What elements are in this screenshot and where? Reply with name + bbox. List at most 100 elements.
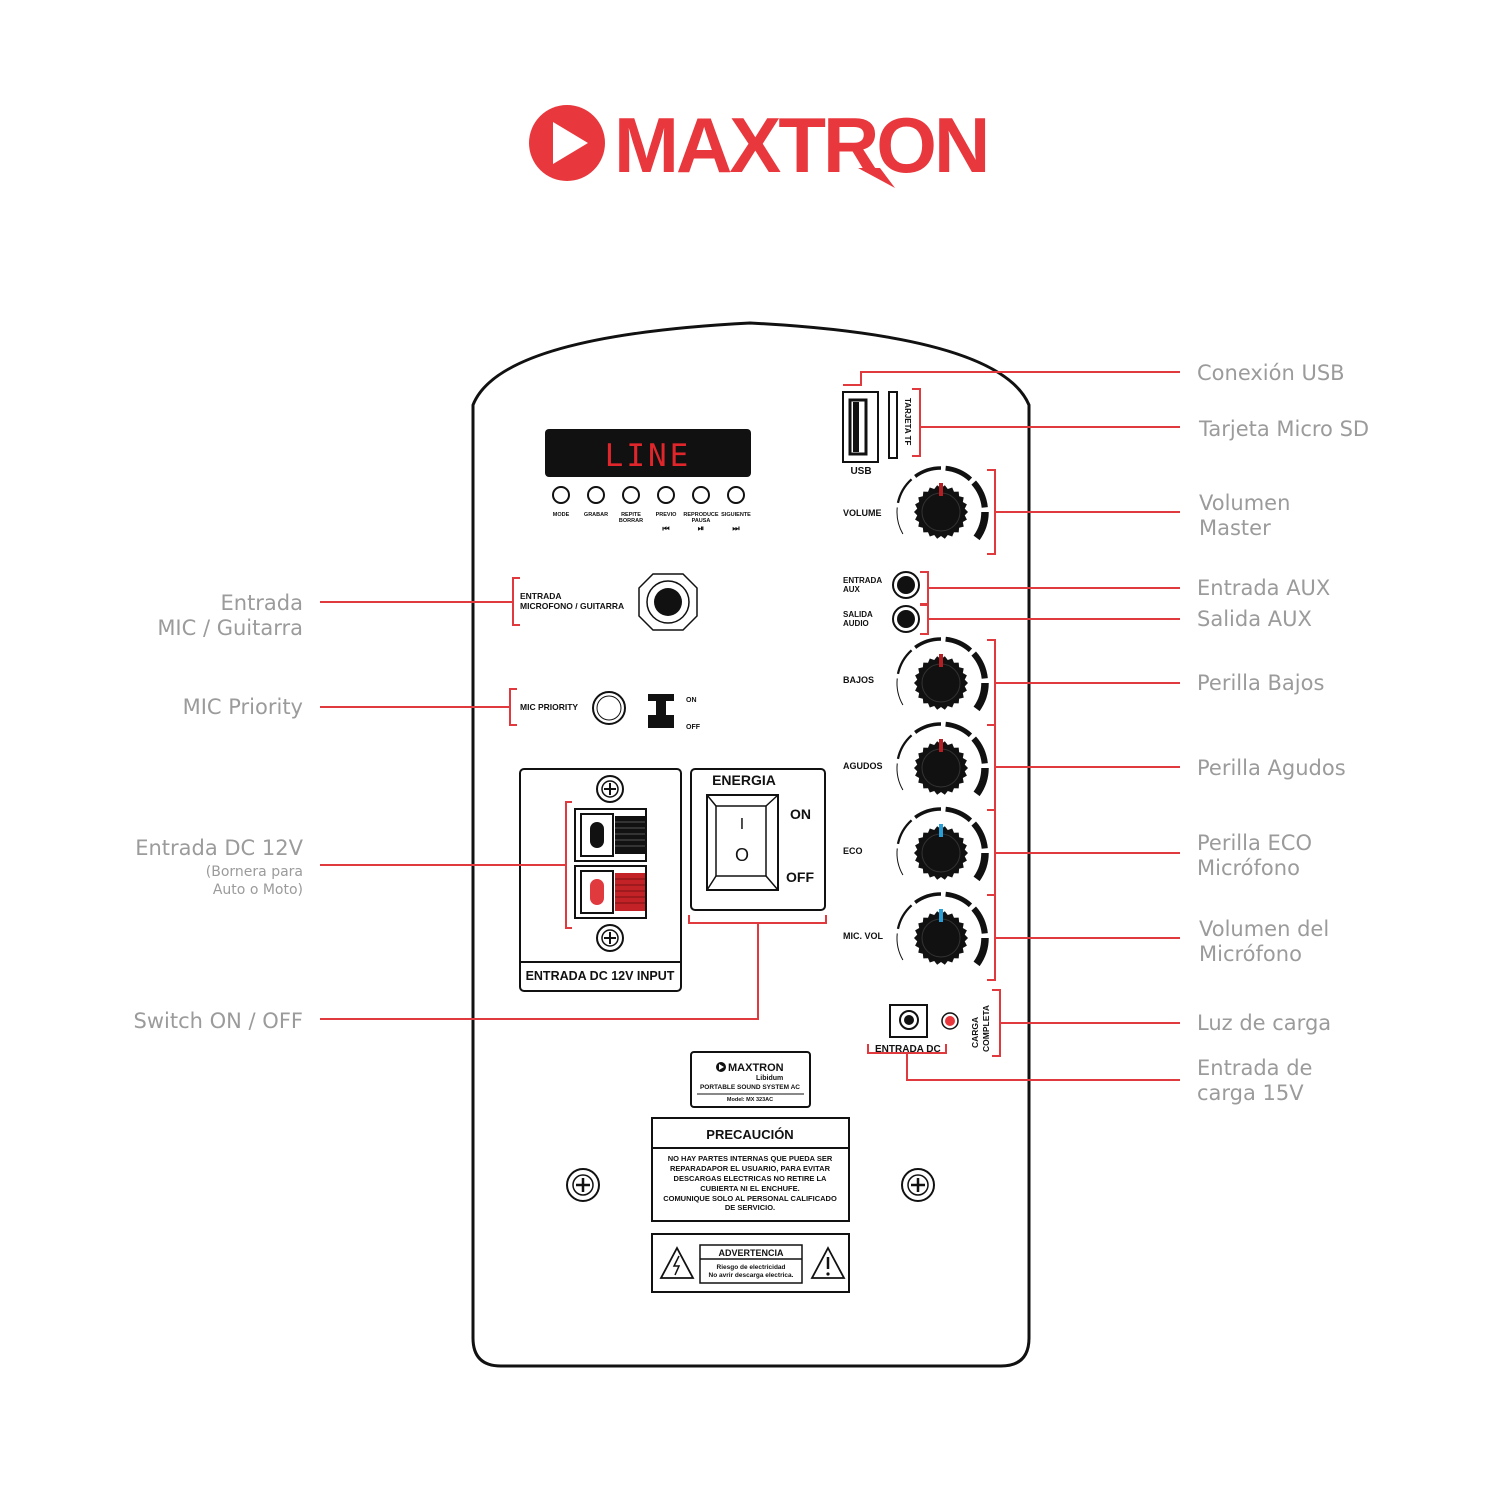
svg-text:DESCARGAS ELECTRICAS NO RETIRE: DESCARGAS ELECTRICAS NO RETIRE LA <box>674 1174 828 1183</box>
play-pause-button[interactable]: REPRODUCE PAUSA ⏯ <box>683 486 719 533</box>
bass-knob[interactable] <box>896 636 989 712</box>
dc12-terminal-box: ENTRADA DC 12V INPUT <box>519 768 682 992</box>
callout-aux-in: Entrada AUX <box>1197 576 1330 600</box>
aux-out-jack[interactable]: SALIDA AUDIO <box>843 605 920 633</box>
svg-text:PAUSA: PAUSA <box>692 518 711 524</box>
svg-text:No avrir descarga electrica.: No avrir descarga electrica. <box>709 1272 794 1279</box>
callout-charge-light: Luz de carga <box>1197 1011 1331 1035</box>
callout-mic-guitar: Entrada <box>220 591 303 615</box>
electric-hazard-icon <box>659 1246 695 1279</box>
svg-text:Master: Master <box>1199 516 1271 540</box>
treble-label: AGUDOS <box>843 761 883 771</box>
charge-led: CARGA COMPLETA <box>941 1005 991 1052</box>
svg-text:Micrófono: Micrófono <box>1199 942 1302 966</box>
svg-text:ENTRADA DC: ENTRADA DC <box>875 1044 941 1055</box>
svg-text:Auto o Moto): Auto o Moto) <box>213 882 303 898</box>
svg-text:USB: USB <box>850 466 871 477</box>
svg-text:MICROFONO / GUITARRA: MICROFONO / GUITARRA <box>520 601 624 611</box>
brand-wordmark: MAXTRON <box>614 101 987 189</box>
echo-knob[interactable] <box>896 806 989 882</box>
mic-priority-switch[interactable]: ON OFF <box>648 694 701 731</box>
mic-vol-label: MIC. VOL <box>843 931 884 941</box>
next-button[interactable]: SIGUIENTE ⏭ <box>721 486 751 533</box>
callout-aux-out: Salida AUX <box>1197 607 1312 631</box>
screw-icon <box>901 1168 935 1202</box>
leader-lines <box>320 371 1180 1081</box>
warning-box: ADVERTENCIA Riesgo de electricidad No av… <box>651 1233 850 1293</box>
callout-mic-priority: MIC Priority <box>183 695 303 719</box>
volume-label: VOLUME <box>843 508 882 518</box>
svg-text:DE SERVICIO.: DE SERVICIO. <box>725 1203 775 1212</box>
svg-text:(Bornera para: (Bornera para <box>206 864 303 880</box>
power-rocker-switch[interactable]: I O <box>706 794 779 891</box>
svg-text:NO HAY PARTES INTERNAS QUE PUE: NO HAY PARTES INTERNAS QUE PUEDA SER <box>668 1154 833 1163</box>
previous-button[interactable]: PREVIO ⏮ <box>656 486 678 533</box>
mic-vol-knob[interactable] <box>896 891 989 967</box>
screw-icon <box>566 1168 600 1202</box>
svg-text:AUX: AUX <box>843 585 861 594</box>
svg-text:Libidum: Libidum <box>756 1075 783 1082</box>
callout-mic-vol: Volumen del <box>1199 917 1329 941</box>
power-switch-box: ENERGIA I O ON OFF <box>690 768 826 911</box>
svg-text:REPARADAPOR EL USUARIO, PARA E: REPARADAPOR EL USUARIO, PARA EVITAR <box>670 1164 831 1173</box>
tf-card-slot[interactable]: TARJETA TF <box>888 391 912 459</box>
svg-text:MODE: MODE <box>553 512 570 518</box>
svg-text:PORTABLE SOUND SYSTEM AC: PORTABLE SOUND SYSTEM AC <box>700 1084 800 1091</box>
red-terminal[interactable] <box>574 865 647 919</box>
callout-sd: Tarjeta Micro SD <box>1198 417 1369 441</box>
svg-text:ENERGIA: ENERGIA <box>712 772 776 788</box>
dc-in-jack[interactable]: ENTRADA DC <box>875 1004 941 1055</box>
svg-text:SIGUIENTE: SIGUIENTE <box>721 512 751 518</box>
display-text: LINE <box>605 438 692 474</box>
mic-priority[interactable]: MIC PRIORITY <box>520 691 626 725</box>
record-button[interactable]: GRABAR <box>584 486 608 518</box>
svg-text:REPITE: REPITE <box>621 512 641 518</box>
caution-triangle-icon <box>810 1246 846 1279</box>
svg-text:MAXTRON: MAXTRON <box>728 1062 784 1074</box>
led-display: LINE <box>545 429 751 477</box>
play-pause-icon: ⏯ <box>698 524 704 533</box>
charge-lamp <box>945 1016 955 1026</box>
volume-knob[interactable] <box>896 465 989 541</box>
svg-text:Micrófono: Micrófono <box>1197 856 1300 880</box>
echo-label: ECO <box>843 846 863 856</box>
svg-text:GRABAR: GRABAR <box>584 512 608 518</box>
brand-logo: MAXTRON <box>529 101 990 189</box>
svg-text:MIC PRIORITY: MIC PRIORITY <box>520 702 578 712</box>
svg-text:AUDIO: AUDIO <box>843 619 869 628</box>
usb-port[interactable]: USB <box>842 391 879 477</box>
svg-text:O: O <box>735 845 749 865</box>
callout-bass: Perilla Bajos <box>1197 671 1324 695</box>
svg-text:REPRODUCE: REPRODUCE <box>683 512 718 518</box>
repeat-delete-button[interactable]: REPITE BORRAR <box>619 486 643 524</box>
svg-text:COMUNIQUE SOLO AL PERSONAL CAL: COMUNIQUE SOLO AL PERSONAL CALIFICADO <box>663 1194 837 1203</box>
next-icon: ⏭ <box>732 524 740 533</box>
svg-text:ADVERTENCIA: ADVERTENCIA <box>718 1248 784 1258</box>
svg-text:carga 15V: carga 15V <box>1197 1081 1304 1105</box>
svg-text:TARJETA TF: TARJETA TF <box>903 398 912 446</box>
svg-text:CARGA: CARGA <box>970 1017 980 1048</box>
callout-vol-master: Volumen <box>1199 491 1290 515</box>
previous-icon: ⏮ <box>662 524 669 533</box>
treble-knob[interactable] <box>896 721 989 797</box>
svg-text:OFF: OFF <box>786 869 814 885</box>
callout-usb: Conexión USB <box>1197 361 1345 385</box>
callout-echo: Perilla ECO <box>1197 831 1312 855</box>
mic-guitar-jack[interactable]: ENTRADA MICROFONO / GUITARRA <box>520 573 698 631</box>
svg-text:ON: ON <box>790 806 811 822</box>
black-terminal[interactable] <box>574 808 647 862</box>
callout-charge-in: Entrada de <box>1197 1056 1312 1080</box>
callout-dc12: Entrada DC 12V <box>135 836 303 860</box>
caution-box: PRECAUCIÓN NO HAY PARTES INTERNAS QUE PU… <box>651 1117 850 1222</box>
svg-text:ON: ON <box>686 697 697 704</box>
svg-text:PRECAUCIÓN: PRECAUCIÓN <box>706 1127 793 1142</box>
svg-text:PREVIO: PREVIO <box>656 512 678 518</box>
svg-text:BORRAR: BORRAR <box>619 518 643 524</box>
player-buttons: MODE GRABAR REPITE BORRAR PREVIO ⏮ REPRO… <box>552 486 751 533</box>
aux-in-jack[interactable]: ENTRADA AUX <box>843 571 920 599</box>
screw-icon <box>596 924 624 952</box>
svg-text:COMPLETA: COMPLETA <box>981 1005 991 1052</box>
mode-button[interactable]: MODE <box>552 486 570 518</box>
svg-text:OFF: OFF <box>686 724 701 731</box>
